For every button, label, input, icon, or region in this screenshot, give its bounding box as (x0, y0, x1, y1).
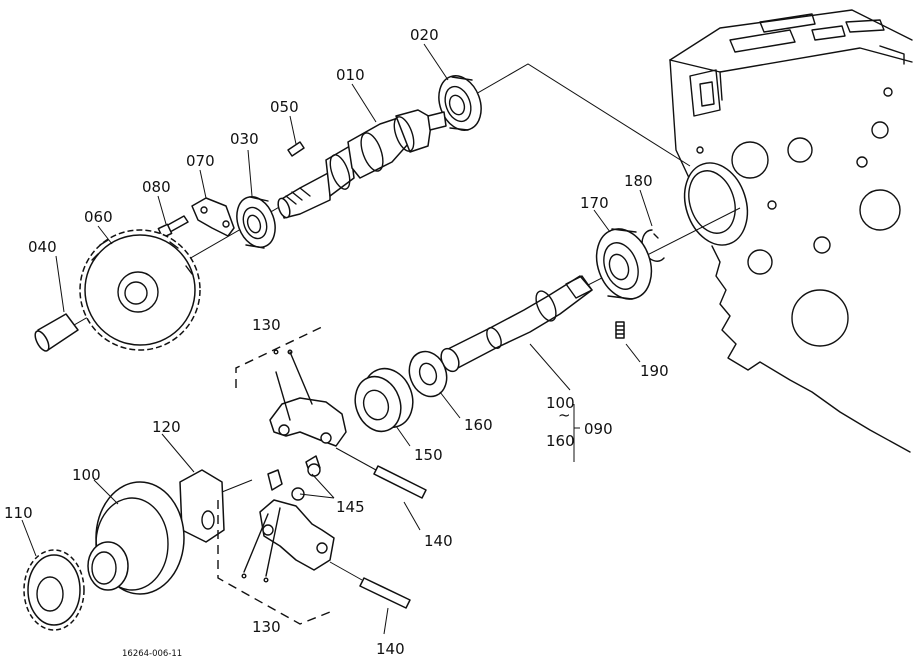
weight-130-upper (269, 349, 347, 447)
sleeve-150 (354, 367, 414, 433)
label-080: 080 (142, 178, 171, 196)
lower-assembly (23, 207, 741, 631)
shaft-100 (440, 275, 593, 373)
holder-120 (179, 469, 253, 543)
retainer-plate-070 (191, 197, 235, 237)
shaft-040 (34, 313, 79, 352)
upper-centerline (47, 63, 691, 341)
gear-110 (23, 549, 85, 631)
bearing-030 (236, 196, 276, 249)
label-160-group: 160 (546, 432, 575, 450)
label-100-shaft: 100 (546, 394, 575, 412)
label-140-upper: 140 (424, 532, 453, 550)
pin-140-upper (335, 447, 427, 499)
bolt-080 (157, 215, 189, 239)
label-020: 020 (410, 26, 439, 44)
camshaft-010 (277, 109, 447, 219)
label-130-bottom: 130 (252, 618, 281, 636)
bearing-170 (595, 228, 653, 300)
upper-assembly (34, 63, 691, 352)
label-120: 120 (152, 418, 181, 436)
gear-060 (79, 229, 201, 351)
pin-140-lower (329, 561, 411, 609)
label-100-gear: 100 (72, 466, 101, 484)
pins-145 (267, 455, 321, 501)
label-170: 170 (580, 194, 609, 212)
part-labels: 020 010 050 030 070 080 060 040 180 170 … (4, 26, 669, 659)
label-050: 050 (270, 98, 299, 116)
label-150: 150 (414, 446, 443, 464)
label-010: 010 (336, 66, 365, 84)
label-group-tilde: ~ (558, 406, 571, 424)
label-070: 070 (186, 152, 215, 170)
label-090: 090 (584, 420, 613, 438)
label-145: 145 (336, 498, 365, 516)
label-040: 040 (28, 238, 57, 256)
set-screw-190 (615, 321, 625, 339)
key-050 (287, 141, 305, 157)
label-110: 110 (4, 504, 33, 522)
label-140-lower: 140 (376, 640, 405, 658)
label-030: 030 (230, 130, 259, 148)
drawing-reference-code: 16264-006-11 (122, 649, 182, 659)
leader-lines (21, 43, 653, 635)
label-180: 180 (624, 172, 653, 190)
engine-block-housing (669, 9, 913, 453)
group-130-brackets (217, 325, 331, 625)
washer-160 (408, 350, 448, 398)
label-060: 060 (84, 208, 113, 226)
gear-hub-100 (87, 481, 185, 595)
weight-130-lower (241, 499, 335, 583)
label-190: 190 (640, 362, 669, 380)
label-160-washer: 160 (464, 416, 493, 434)
bearing-020 (438, 75, 482, 131)
label-130-top: 130 (252, 316, 281, 334)
